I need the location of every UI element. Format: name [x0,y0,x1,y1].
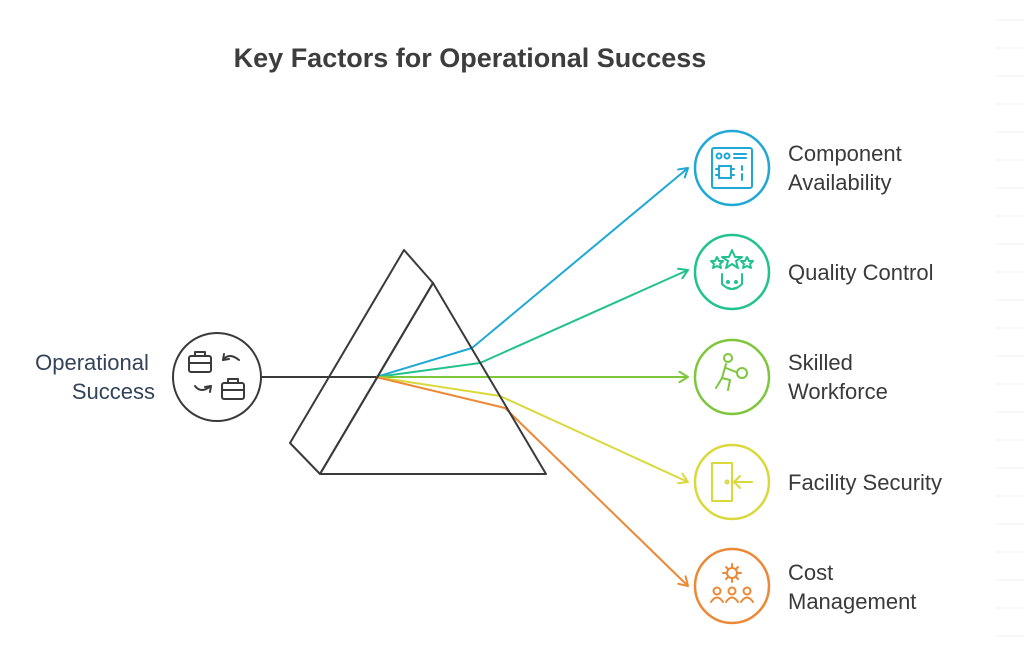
factor-circle [693,233,771,311]
circuit-board-icon [711,147,753,189]
page-title: Key Factors for Operational Success [234,43,707,73]
factor-label: Facility Security [788,470,942,495]
ray-skilled-workforce-arrowhead [678,370,689,384]
briefcase-exchange-icon [188,351,245,400]
source-label: Operational Success [35,350,155,404]
factor-label-line-1: Cost [788,560,833,585]
factor-label-line-2: Management [788,589,916,614]
factor-label-line-1: Quality Control [788,260,934,285]
factor-label-line-2: Availability [788,170,892,195]
factor-skilled-workforce: Skilled Workforce [693,338,888,416]
factor-label: Component Availability [788,141,908,195]
ray-facility-security [375,376,689,483]
source-node: Operational Success [35,332,262,422]
factor-quality-control: Quality Control [693,233,934,311]
factor-label-line-1: Skilled [788,350,853,375]
ray-facility-security-arrowhead [677,472,689,485]
factor-cost-management: Cost Management [693,547,916,625]
factor-component-availability: Component Availability [693,129,908,207]
factor-label-line-1: Facility Security [788,470,942,495]
factor-label-line-2: Workforce [788,379,888,404]
ray-component-availability-arrowhead [677,167,689,179]
prism-front-face [319,282,547,475]
source-label-line-2: Success [72,379,155,404]
team-gear-icon [710,563,754,603]
source-label-line-1: Operational [35,350,149,375]
factor-list: Component Availability Quality Control [693,129,942,625]
factor-label-line-1: Component [788,141,902,166]
factor-circle [693,338,771,416]
factor-label: Cost Management [788,560,916,614]
prism [289,249,547,475]
ray-cost-management [375,376,689,587]
door-entry-icon [711,462,753,502]
star-award-icon [710,249,754,290]
prism-side-face [289,249,434,475]
ray-quality-control-arrowhead [677,267,689,280]
edge-guides [996,19,1024,637]
light-rays [375,167,689,587]
factor-circle [693,547,771,625]
ray-cost-management-arrowhead [677,575,689,587]
factor-label: Quality Control [788,260,934,285]
source-circle [172,332,262,422]
ray-quality-control [375,269,689,378]
worker-icon [715,353,748,391]
factor-label: Skilled Workforce [788,350,888,404]
factor-facility-security: Facility Security [693,443,942,521]
